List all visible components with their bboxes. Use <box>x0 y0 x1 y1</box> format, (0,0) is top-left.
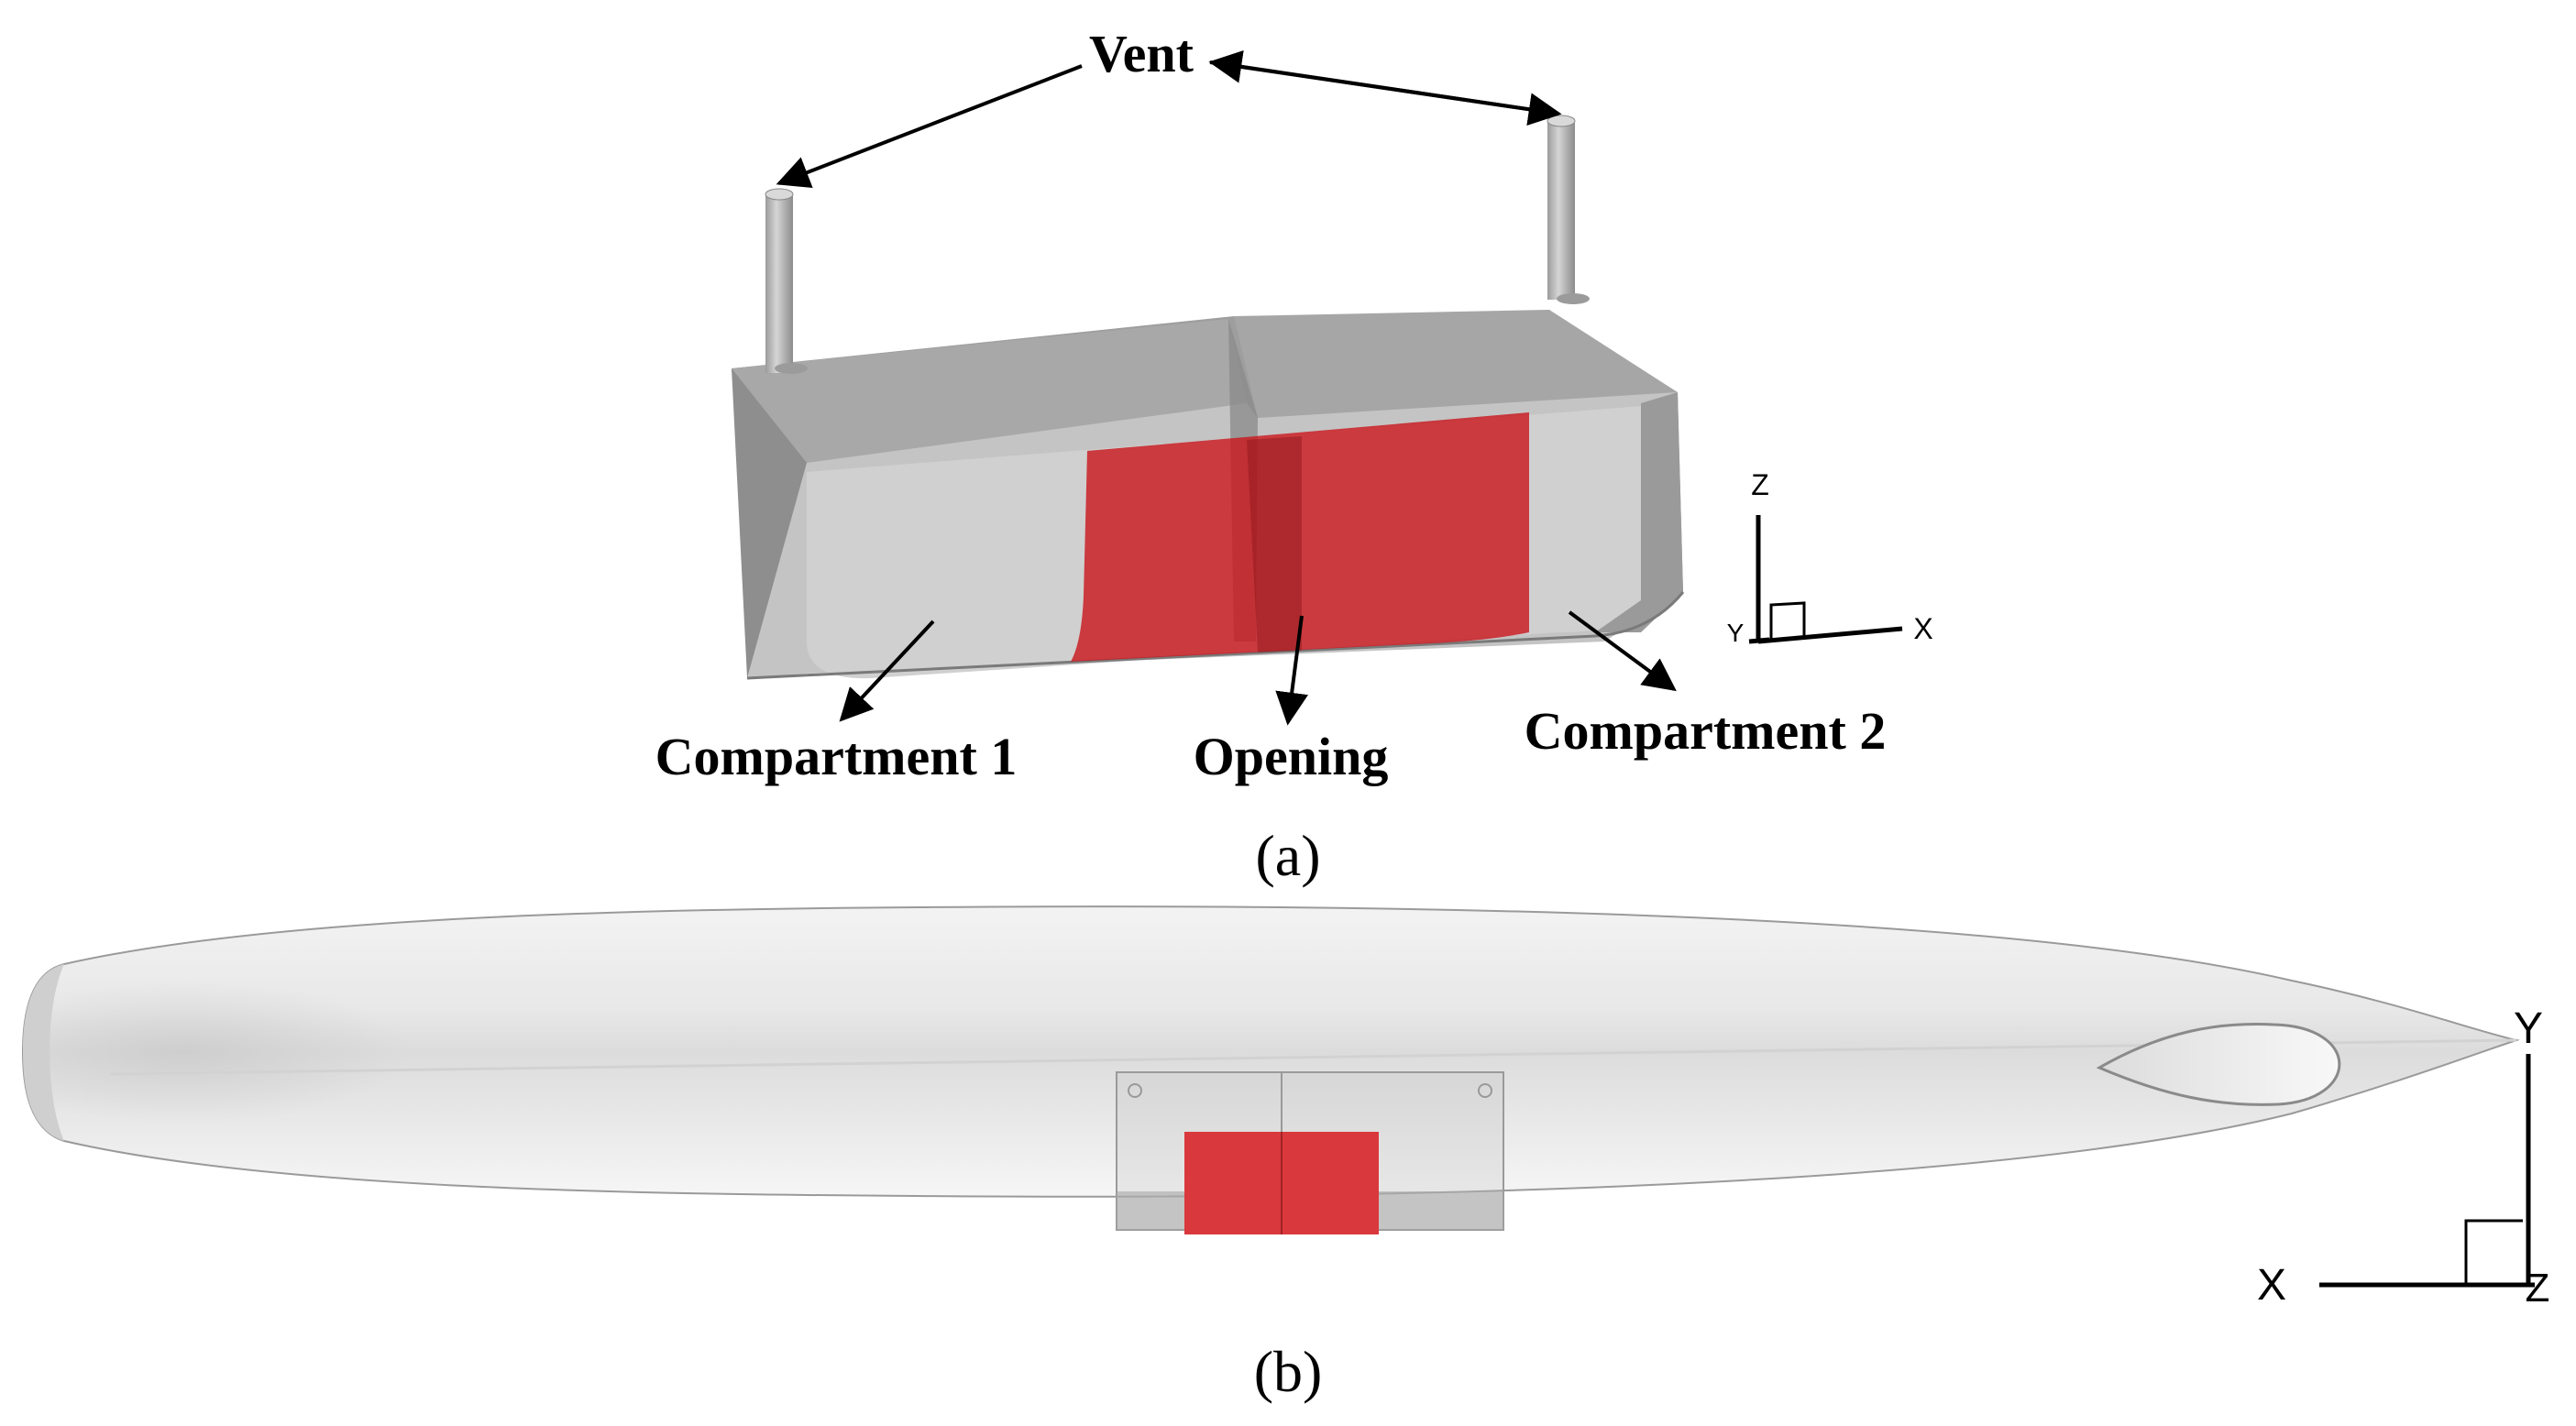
vent-arrow-left <box>776 64 1083 189</box>
compartment-2-label: Compartment 2 <box>1525 701 1887 761</box>
axis-a-y-label: Y <box>1727 619 1745 647</box>
hull-shading <box>23 907 917 1196</box>
tank-right-end <box>1595 392 1683 632</box>
opening-divider-shadow <box>1247 436 1302 653</box>
tank-model <box>732 115 1685 680</box>
compartment-2-arrow <box>1568 610 1677 692</box>
vent-label: Vent <box>1089 24 1194 83</box>
axis-b-y-label: Y <box>2514 1004 2543 1053</box>
hull-sail <box>2096 1023 2341 1106</box>
axis-a-z-label: Z <box>1751 468 1769 501</box>
axis-b-x-label: X <box>2257 1261 2286 1310</box>
axis-a-x-label: X <box>1913 612 1932 645</box>
vent-right <box>1547 115 1590 304</box>
opening-region <box>1071 412 1529 662</box>
compartment-1-arrow <box>839 620 935 722</box>
vent-arrow-right-head <box>1208 49 1559 115</box>
vent-left <box>765 188 808 374</box>
axis-triad-b <box>2319 1054 2535 1288</box>
caption-a: (a) <box>1255 823 1320 888</box>
hull-centerline <box>109 1038 2517 1076</box>
hull-bow-end <box>23 964 64 1141</box>
compartment-1-label: Compartment 1 <box>655 727 1018 786</box>
compartment-1-top-face <box>732 319 1247 463</box>
axis-triad-a <box>1748 515 1903 644</box>
opening-label: Opening <box>1194 727 1389 786</box>
hull-model <box>21 905 2520 1234</box>
compartment-2-top-face <box>1234 310 1678 418</box>
caption-b: (b) <box>1254 1339 1323 1404</box>
opening-arrow <box>1275 615 1309 726</box>
axis-b-z-label: Z <box>2526 1266 2550 1311</box>
